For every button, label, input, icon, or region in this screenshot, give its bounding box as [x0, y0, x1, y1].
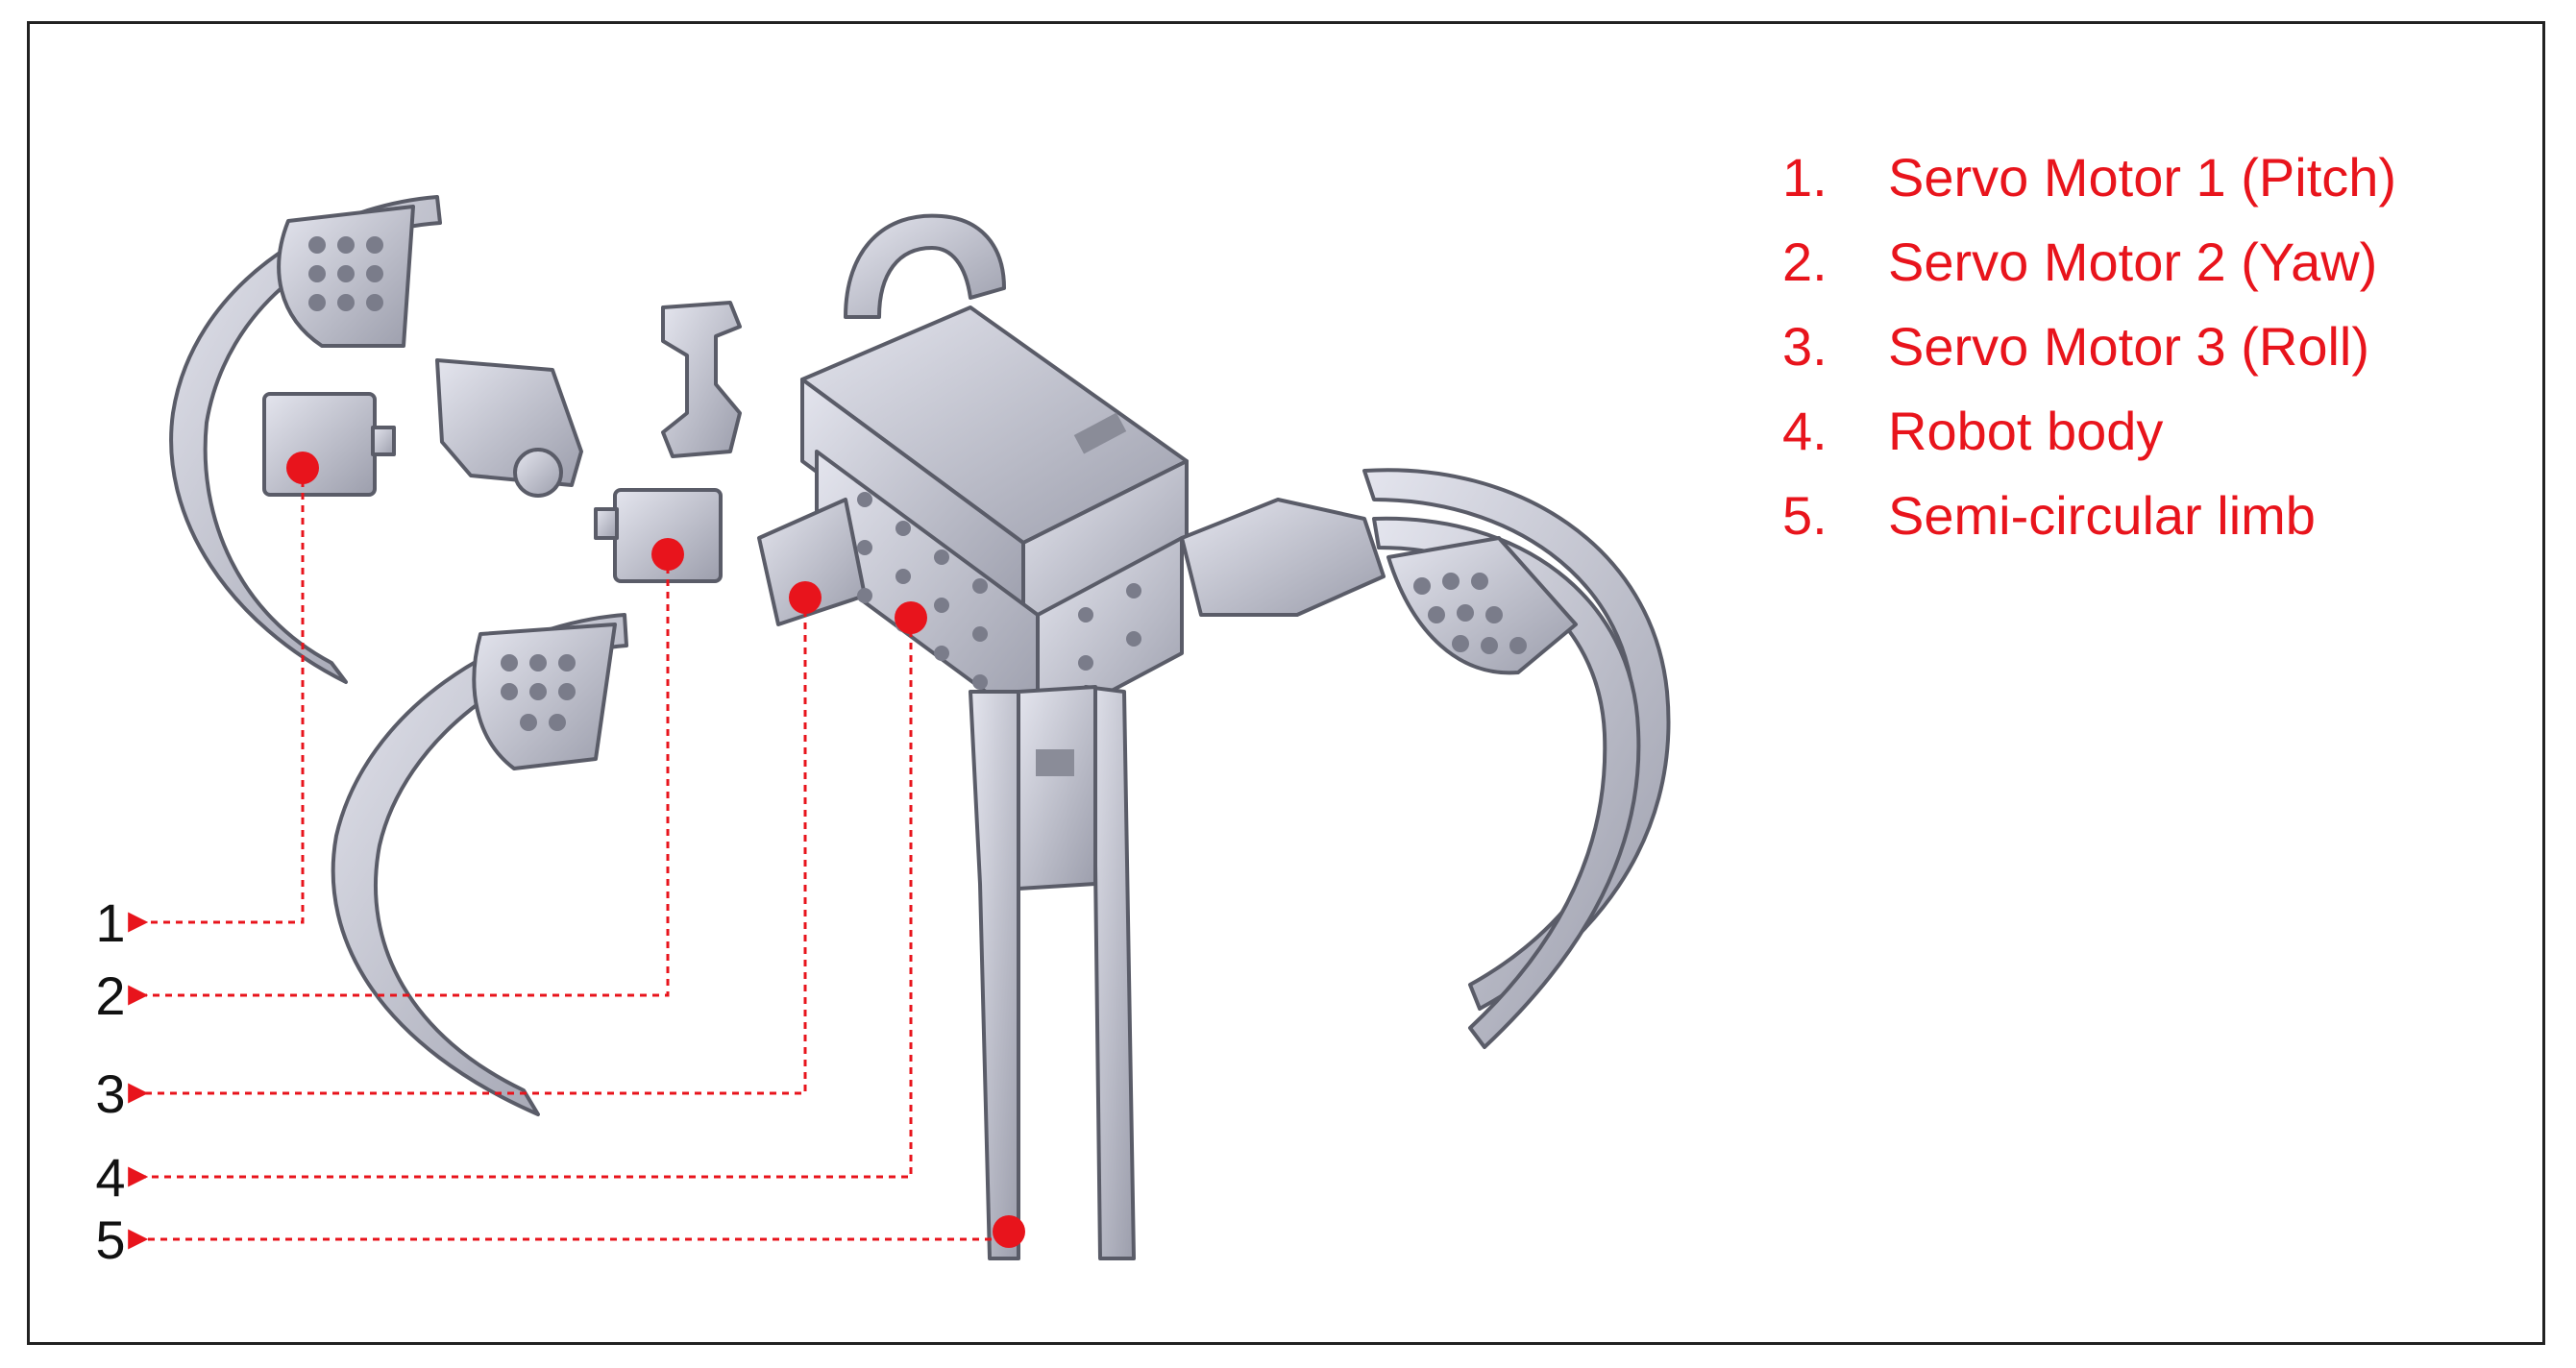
limb-left-bottom	[331, 613, 628, 1116]
legend: 1. Servo Motor 1 (Pitch) 2. Servo Motor …	[1782, 134, 2396, 557]
callout-line	[128, 468, 305, 933]
limb-left-top	[169, 195, 442, 684]
legend-number: 2.	[1782, 231, 1828, 292]
callout-number: 3	[95, 1063, 125, 1124]
callout-line	[128, 1229, 1011, 1250]
legend-number: 1.	[1782, 146, 1828, 208]
servo-motor-1-part	[262, 392, 377, 497]
legend-item: 2. Servo Motor 2 (Yaw)	[1782, 219, 2396, 304]
right-joint	[1180, 498, 1386, 617]
callout-line	[128, 598, 807, 1104]
robot-body	[757, 305, 1189, 732]
callout-dot	[895, 601, 927, 634]
callout-number: 5	[95, 1209, 125, 1270]
legend-label: Servo Motor 1 (Pitch)	[1888, 146, 2397, 208]
callout-dot	[651, 538, 684, 571]
legend-item: 1. Servo Motor 1 (Pitch)	[1782, 134, 2396, 219]
legend-item: 4. Robot body	[1782, 388, 2396, 473]
robot-illustration	[169, 195, 1671, 1260]
legend-label: Semi-circular limb	[1888, 484, 2316, 546]
legend-label: Servo Motor 3 (Roll)	[1888, 315, 2370, 377]
limb-rear-top	[844, 213, 1006, 319]
callout-dot	[789, 581, 822, 614]
callout-number: 2	[95, 965, 125, 1026]
limb-right	[1362, 468, 1671, 1049]
legend-number: 3.	[1782, 315, 1828, 377]
legend-item: 3. Servo Motor 3 (Roll)	[1782, 304, 2396, 388]
legend-label: Robot body	[1888, 400, 2164, 461]
callout-dot	[286, 452, 319, 484]
callout-line	[128, 554, 670, 1006]
callout-lines: 1 2 3 45	[95, 452, 1025, 1270]
legend-item: 5. Semi-circular limb	[1782, 473, 2396, 557]
legend-number: 5.	[1782, 484, 1828, 546]
callout-number: 1	[95, 892, 125, 953]
callout-dot	[993, 1215, 1025, 1248]
legend-label: Servo Motor 2 (Yaw)	[1888, 231, 2378, 292]
callout-number: 4	[95, 1147, 125, 1208]
yaw-bracket	[661, 301, 742, 458]
limb-front	[969, 685, 1136, 1260]
legend-number: 4.	[1782, 400, 1828, 461]
